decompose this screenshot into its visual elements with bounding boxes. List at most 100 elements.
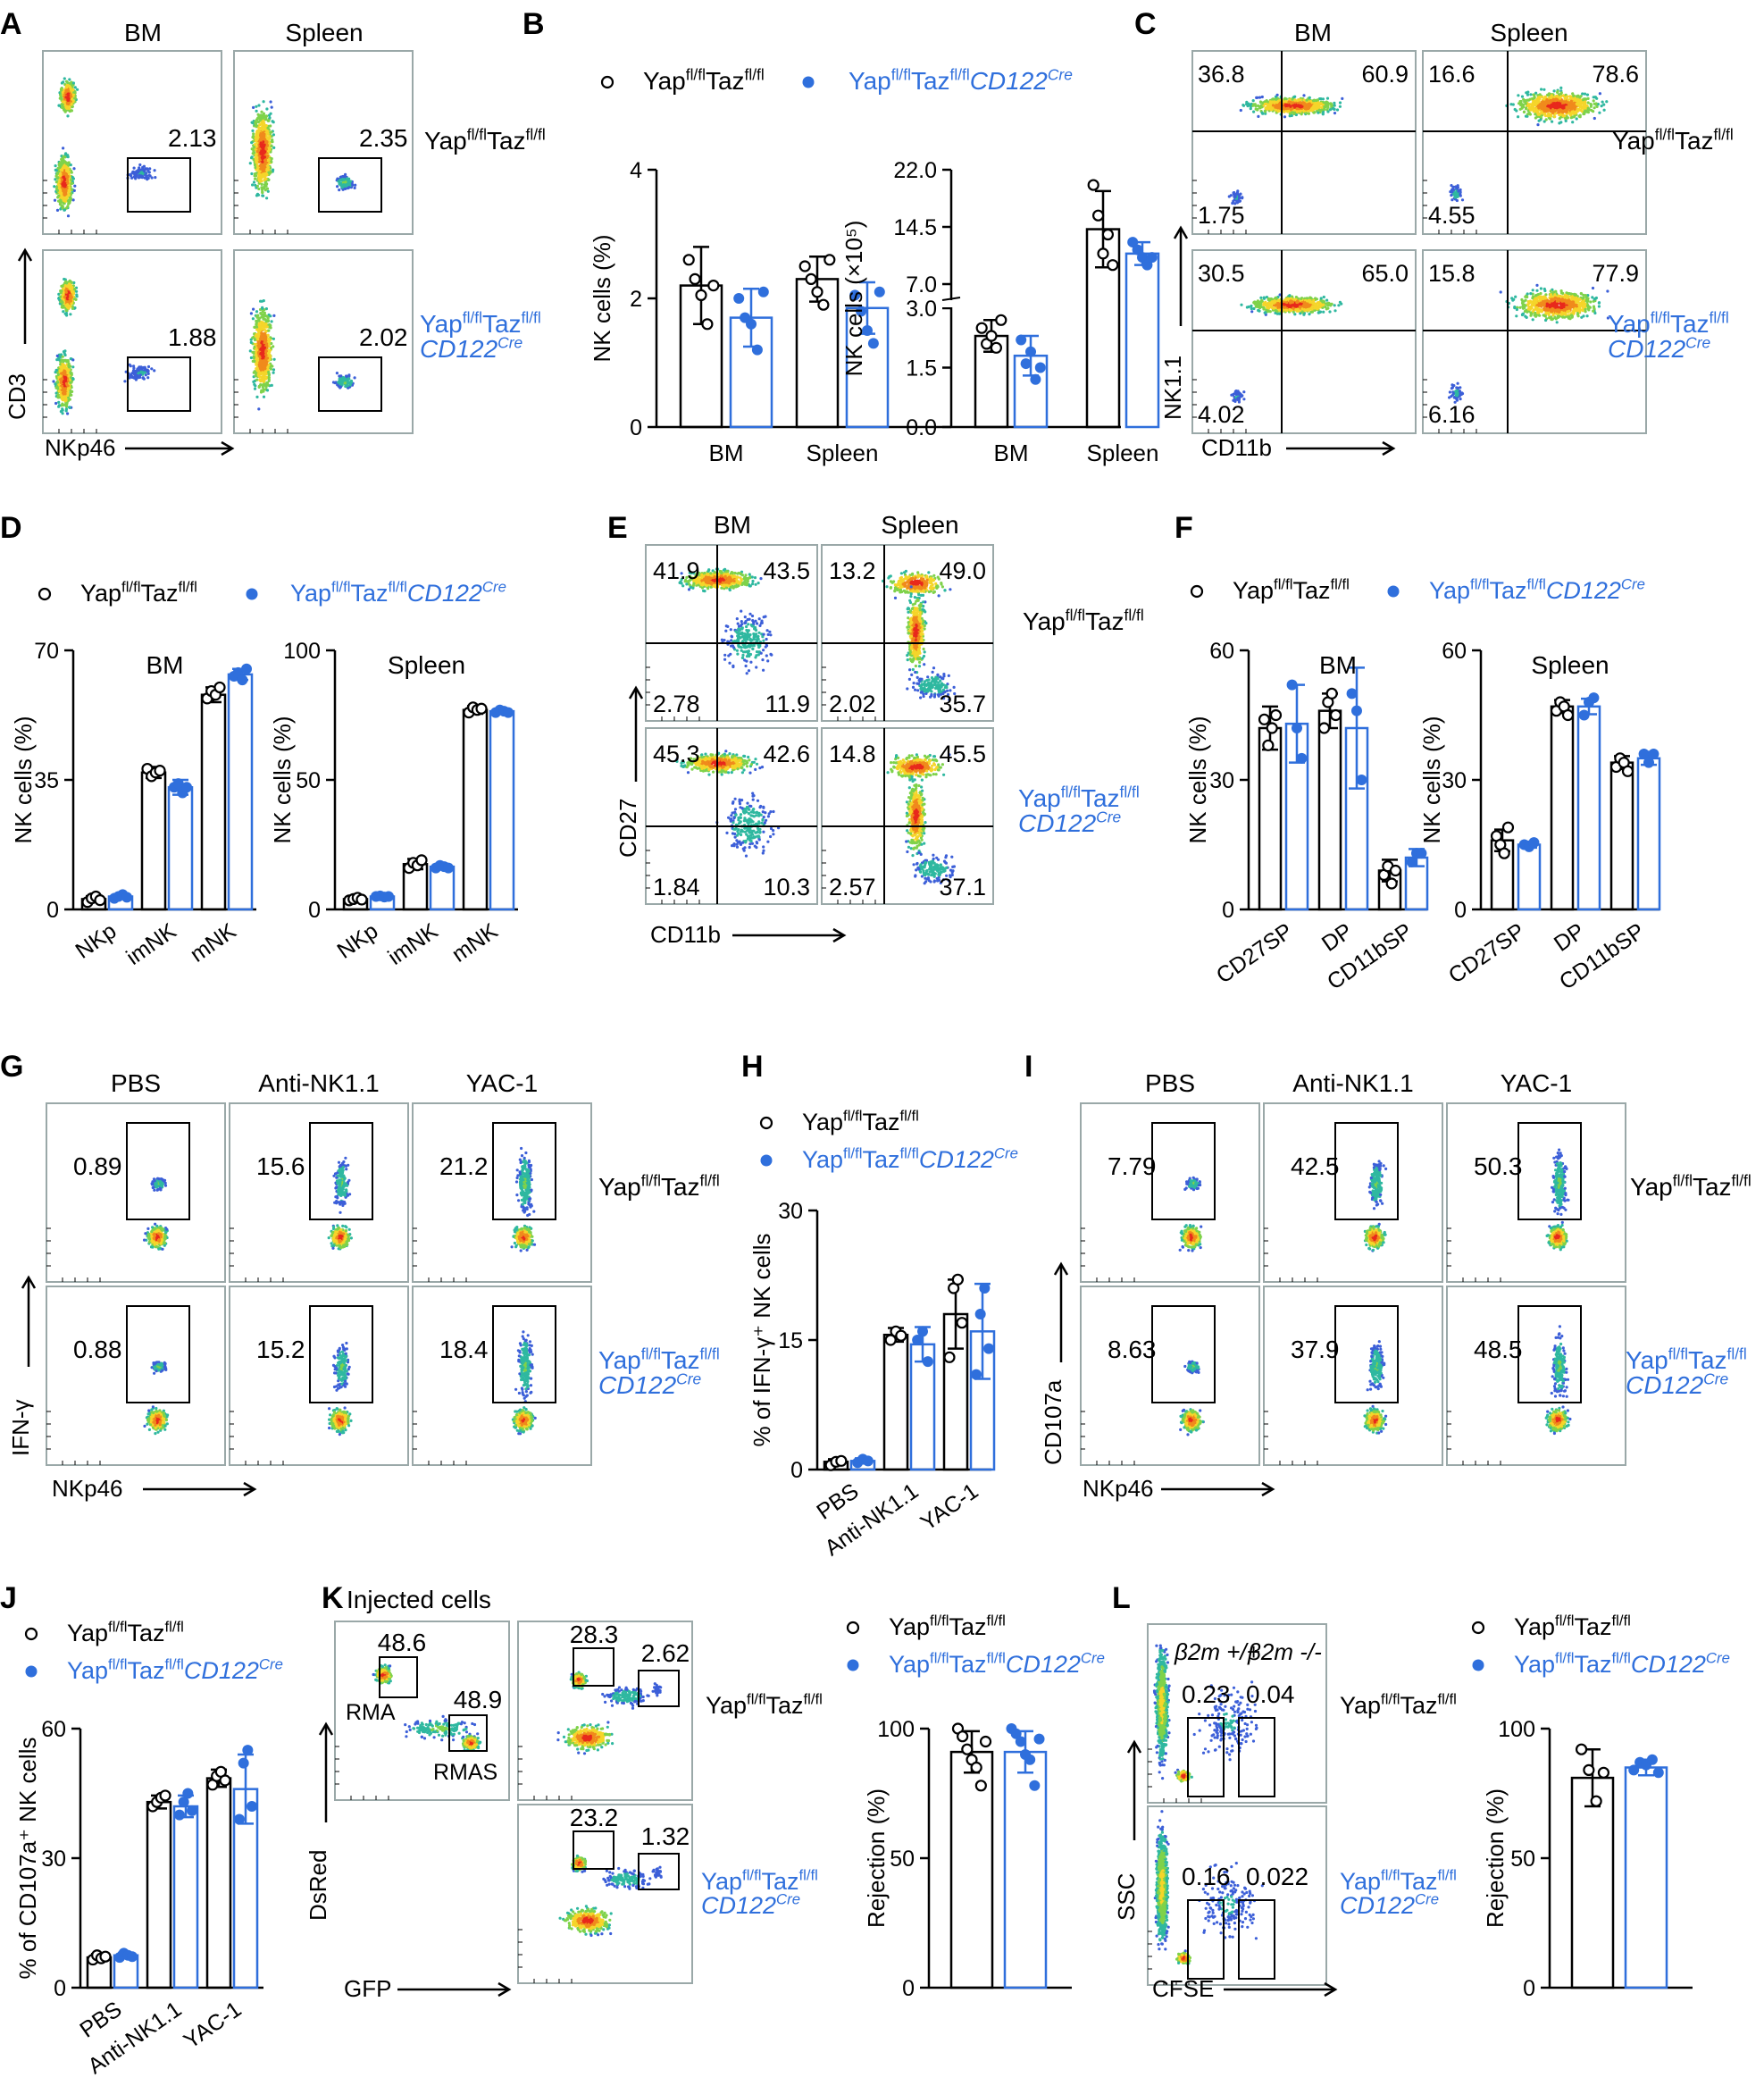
event-dot <box>254 120 257 123</box>
event-dot <box>63 77 66 80</box>
genotype-part: Cre <box>497 333 523 351</box>
event-dot <box>138 373 142 377</box>
event-dot <box>71 97 74 101</box>
event-dot <box>1330 103 1333 106</box>
event-dot <box>1519 99 1523 104</box>
data-point <box>682 254 695 266</box>
event-dot <box>128 363 131 366</box>
event-dot <box>62 80 65 84</box>
event-dot <box>63 287 66 290</box>
event-dot <box>255 314 259 318</box>
event-dot <box>67 362 71 365</box>
event-dot <box>255 194 259 197</box>
event-dot <box>65 169 69 172</box>
event-dot <box>351 183 355 187</box>
event-dot <box>63 277 66 281</box>
gate-percentage: 1.88 <box>168 323 217 351</box>
event-dot <box>1534 116 1537 120</box>
event-dot <box>261 355 264 358</box>
event-dot <box>1542 97 1546 101</box>
event-dot <box>262 348 265 353</box>
event-dot <box>266 319 271 322</box>
event-dot <box>64 96 68 99</box>
event-dot <box>64 376 68 380</box>
event-dot <box>1307 112 1310 115</box>
event-dot <box>338 377 341 381</box>
event-dot <box>268 137 272 140</box>
event-dot <box>262 388 265 391</box>
event-dot <box>265 144 269 147</box>
event-dot <box>266 126 270 130</box>
event-dot <box>55 354 59 357</box>
event-dot <box>263 362 267 365</box>
event-dot <box>269 323 272 327</box>
event-dot <box>1326 102 1330 105</box>
y-tick-label: 22.0 <box>893 158 937 183</box>
event-dot <box>71 175 74 180</box>
event-dot <box>56 166 60 170</box>
event-dot <box>263 175 267 179</box>
event-dot <box>263 114 267 118</box>
event-dot <box>349 379 354 383</box>
event-dot <box>1338 101 1342 105</box>
event-dot <box>1260 95 1264 99</box>
event-dot <box>255 138 258 142</box>
event-dot <box>65 80 69 83</box>
event-dot <box>1545 98 1549 102</box>
event-dot <box>261 371 264 374</box>
event-dot <box>255 354 258 357</box>
event-dot <box>259 118 263 121</box>
panel-letter: F <box>1175 511 1193 545</box>
event-dot <box>353 376 356 380</box>
event-dot <box>347 377 350 381</box>
genotype-part: CD122 <box>420 335 498 363</box>
event-dot <box>255 328 259 331</box>
event-dot <box>70 285 74 289</box>
event-dot <box>62 360 65 364</box>
event-dot <box>1520 106 1524 110</box>
event-dot <box>63 185 67 188</box>
genotype-part: CD122 <box>970 67 1049 95</box>
event-dot <box>266 155 270 158</box>
event-dot <box>344 180 347 184</box>
plot-frame <box>42 50 222 235</box>
event-dot <box>61 355 64 358</box>
event-dot <box>70 302 73 306</box>
data-point <box>1034 362 1046 373</box>
event-dot <box>342 175 346 179</box>
event-dot <box>1305 98 1308 102</box>
event-dot <box>270 160 273 163</box>
column-header: Spleen <box>1490 19 1568 46</box>
event-dot <box>259 141 263 145</box>
event-dot <box>1260 111 1264 114</box>
event-dot <box>264 349 268 353</box>
event-dot <box>1595 105 1599 108</box>
event-dot <box>260 127 263 130</box>
event-dot <box>270 383 273 387</box>
event-dot <box>61 103 64 106</box>
legend-marker-control <box>600 75 614 89</box>
y-tick-label: 0 <box>630 415 642 440</box>
event-dot <box>76 88 79 91</box>
event-dot <box>63 155 67 159</box>
event-dot <box>1525 107 1528 111</box>
event-dot <box>259 163 263 166</box>
event-dot <box>265 381 269 385</box>
event-dot <box>252 149 255 153</box>
event-dot <box>255 109 258 113</box>
event-dot <box>272 168 275 172</box>
event-dot <box>262 112 265 115</box>
data-point <box>975 322 988 334</box>
event-dot <box>1252 103 1256 106</box>
event-dot <box>67 368 71 372</box>
event-dot <box>270 364 273 367</box>
event-dot <box>254 163 257 167</box>
event-dot <box>259 152 263 155</box>
event-dot <box>70 289 74 294</box>
genotype-label-control: Yapfl/flTazfl/fl <box>424 125 546 155</box>
event-dot <box>132 166 136 170</box>
event-dot <box>268 348 272 352</box>
event-dot <box>55 358 59 362</box>
event-dot <box>1258 96 1262 99</box>
